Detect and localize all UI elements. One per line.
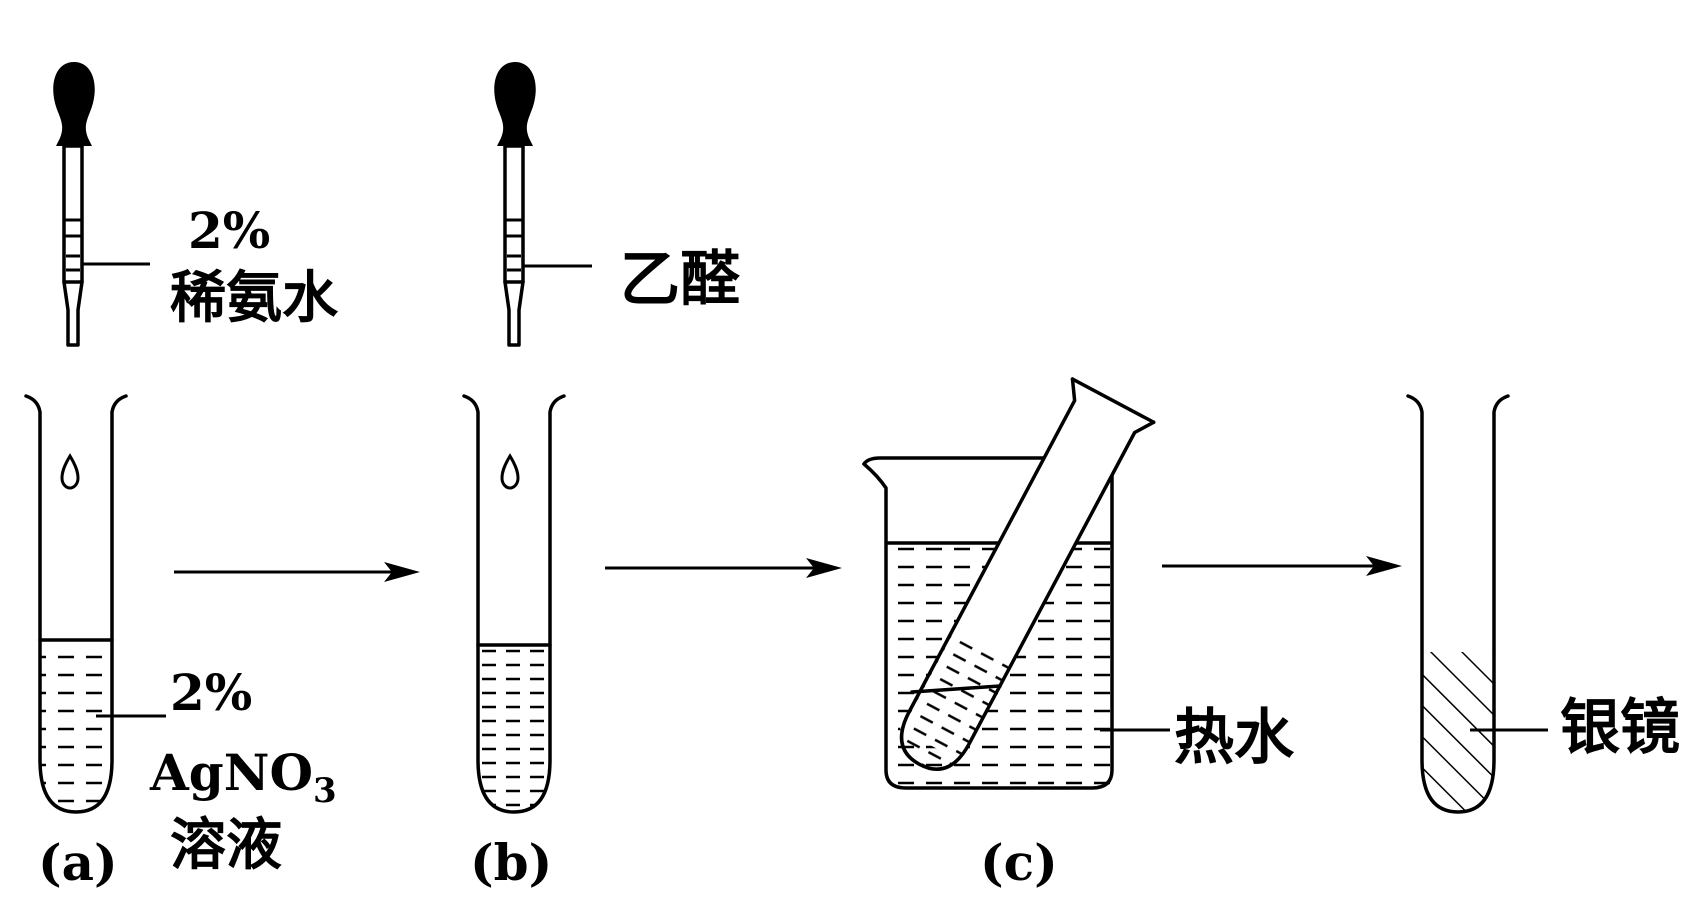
test-tube-a: [24, 394, 166, 814]
acetaldehyde-label: 乙醛: [620, 245, 740, 315]
agno3-solution-fill: [40, 640, 112, 812]
agno3-percent-label: 2%: [170, 663, 252, 722]
tilted-test-tube: [889, 377, 1156, 781]
arrow-step-3: [1162, 556, 1402, 576]
hot-water-label: 热水: [1174, 703, 1295, 773]
tilted-liquid-surface: [910, 684, 1002, 694]
agno3-formula: AgNO: [149, 743, 313, 802]
arrow-step-2: [605, 558, 842, 578]
silver-mirror-test-tube: [1406, 394, 1548, 814]
dropper-acetaldehyde: [494, 62, 592, 347]
agno3-subscript: 3: [313, 771, 337, 811]
agno3-solution-label: 溶液: [170, 813, 282, 878]
silver-mirror-label: 银镜: [1560, 693, 1680, 763]
dropper-tube: [62, 144, 84, 284]
arrow-step-1: [174, 562, 420, 582]
droplet-icon: [60, 453, 80, 490]
agno3-formula-label: AgNO3: [149, 743, 337, 811]
step-a-label: (a): [38, 833, 118, 892]
dropper-bulb-b: [494, 62, 536, 146]
ammonia-percent-label: 2%: [188, 201, 270, 260]
test-tube-b: [462, 394, 566, 814]
step-b-label: (b): [470, 833, 552, 892]
ammonia-name-label: 稀氨水: [170, 266, 339, 331]
dropper-bulb: [53, 62, 95, 146]
dropper-tube-b: [503, 144, 525, 284]
step-c-label: (c): [980, 833, 1058, 892]
tilted-solution-fill: [889, 631, 1012, 781]
dropper-ammonia: [53, 62, 150, 347]
mixed-solution-fill: [478, 645, 550, 812]
silver-mirror-coating: [1422, 652, 1494, 812]
droplet-icon-b: [500, 453, 520, 490]
